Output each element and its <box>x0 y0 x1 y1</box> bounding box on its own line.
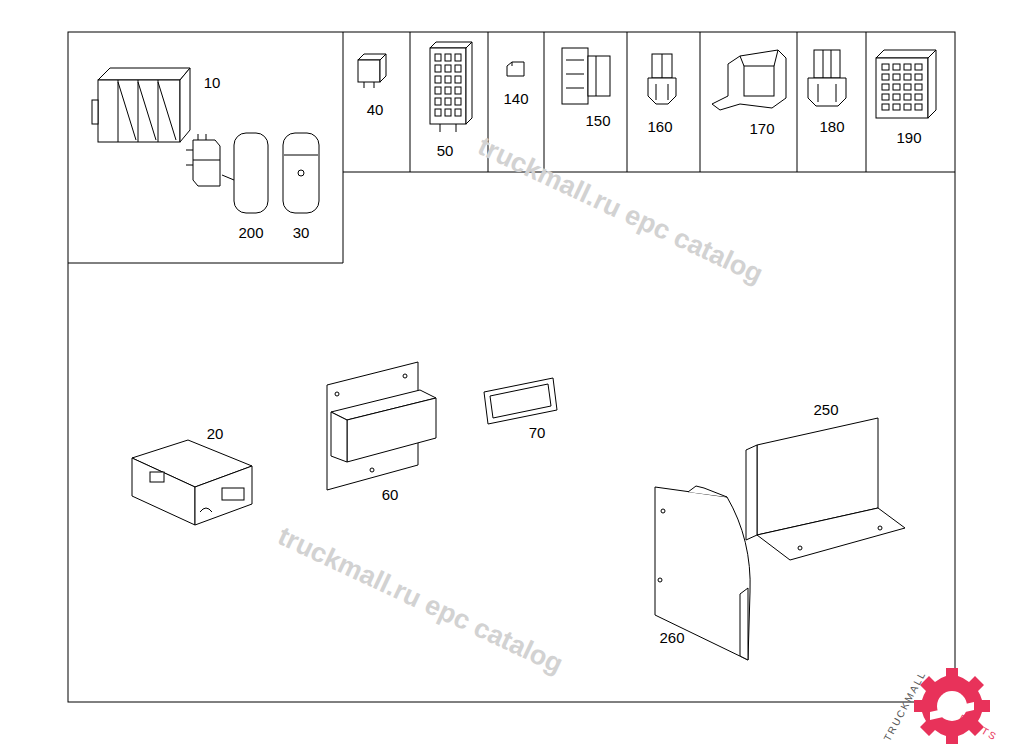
callout-number: 30 <box>293 225 310 240</box>
watermark: truckmall.ru epc catalog <box>474 132 767 288</box>
callout-number: 150 <box>585 113 610 128</box>
callout-number: 190 <box>896 130 921 145</box>
callout-number: 140 <box>503 91 528 106</box>
callout-number: 60 <box>382 487 399 502</box>
callout-number: 40 <box>367 102 384 117</box>
callout-number: 250 <box>813 402 838 417</box>
callout-number: 10 <box>204 75 221 90</box>
callout-number: 200 <box>238 225 263 240</box>
frame <box>68 32 955 702</box>
callout-number: 20 <box>207 426 224 441</box>
callout-number: 170 <box>749 121 774 136</box>
callout-number: 70 <box>529 425 546 440</box>
callout-number: 180 <box>819 119 844 134</box>
watermark: truckmall.ru epc catalog <box>274 522 567 678</box>
callout-number: 260 <box>659 630 684 645</box>
callout-number: 160 <box>647 119 672 134</box>
callout-number: 50 <box>437 143 454 158</box>
